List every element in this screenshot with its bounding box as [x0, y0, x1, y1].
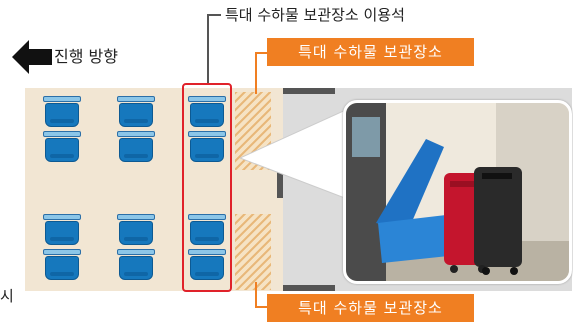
luggage-photo-illustration	[346, 103, 569, 281]
seat	[43, 96, 81, 127]
callout-bracket-line	[207, 14, 221, 16]
vestibule-wall-top	[283, 88, 335, 94]
seat	[117, 131, 155, 162]
tag-top-leader-horizontal	[255, 52, 267, 54]
seat	[117, 214, 155, 245]
tag-bottom-leader-horizontal	[255, 306, 267, 308]
tag-bottom-leader	[255, 282, 257, 308]
seat	[43, 131, 81, 162]
vestibule-wall-bottom	[283, 285, 335, 291]
seat	[43, 249, 81, 280]
arrow-left-icon	[12, 40, 52, 74]
vestibule-partition	[277, 150, 283, 198]
edge-text-fragment: 시	[0, 287, 14, 305]
luggage-storage-photo	[343, 100, 572, 284]
priority-seat-label: 특대 수하물 보관장소 이용석	[225, 6, 405, 24]
priority-seat-highlight	[182, 83, 232, 292]
callout-bracket-vertical	[207, 14, 209, 84]
seat	[43, 214, 81, 245]
storage-tag-top: 특대 수하물 보관장소	[267, 38, 474, 66]
priority-seat	[188, 131, 226, 162]
direction-label: 진행 방향	[54, 47, 118, 66]
tag-top-leader	[255, 52, 257, 94]
priority-seat	[188, 214, 226, 245]
seat	[117, 249, 155, 280]
priority-seat	[188, 249, 226, 280]
priority-seat	[188, 96, 226, 127]
storage-tag-bottom: 특대 수하물 보관장소	[267, 294, 474, 322]
seat	[117, 96, 155, 127]
photo-callout-wedge	[240, 107, 351, 201]
luggage-storage-area-bottom	[235, 214, 271, 290]
